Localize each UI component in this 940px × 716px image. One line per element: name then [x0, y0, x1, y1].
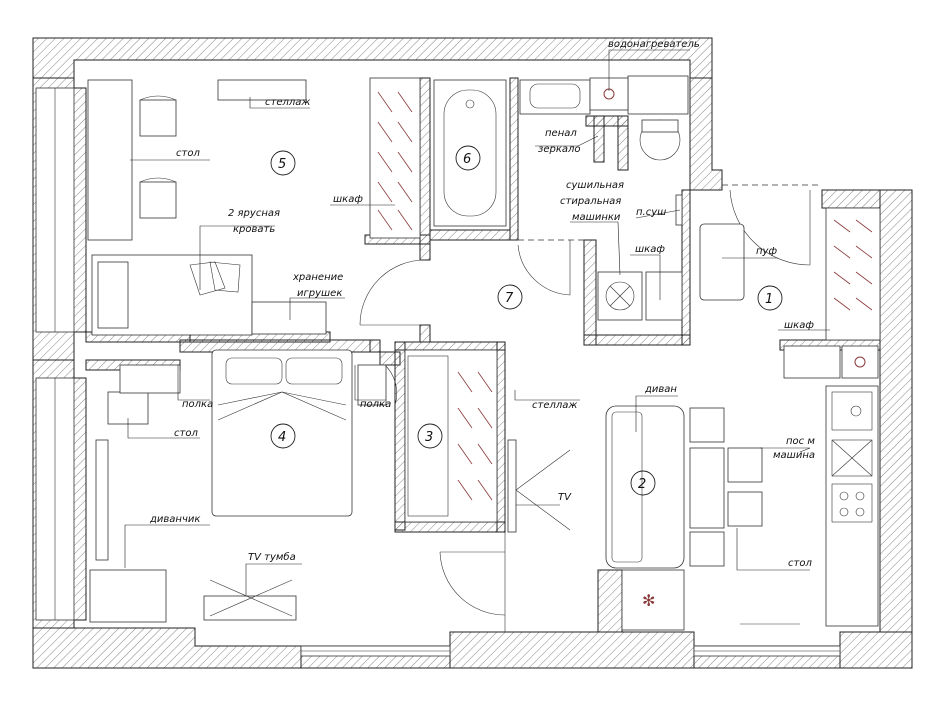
hall-1-furniture — [699, 207, 881, 379]
label-dryer-washer-1: сушильная — [566, 180, 624, 191]
label-shelving-room3: стеллаж — [532, 400, 577, 411]
room-3-shelving — [404, 349, 571, 533]
interior-walls — [85, 77, 881, 633]
label-shelf-right: полка — [360, 399, 391, 410]
label-dishwasher-1: пос м — [786, 436, 815, 447]
label-dryer-washer-3: машинки — [572, 212, 621, 223]
room-4-furniture — [89, 349, 387, 623]
room-5-furniture — [87, 77, 421, 336]
label-desk-room5: стол — [176, 148, 200, 159]
label-wardrobe-hall1: шкаф — [784, 320, 814, 331]
label-tv: TV — [558, 492, 572, 503]
label-shelf-left: полка — [182, 399, 213, 410]
label-pencil-case: пенал — [545, 128, 577, 139]
svg-text:✻: ✻ — [642, 591, 655, 610]
room-number-1: 1 — [765, 292, 773, 307]
label-bunk-bed-2: кровать — [233, 224, 275, 235]
room-numbers: 1 2 3 4 5 6 7 — [270, 145, 783, 496]
room-number-3: 3 — [425, 430, 433, 445]
label-dryer-washer-2: стиральная — [560, 196, 621, 207]
room-number-5: 5 — [278, 157, 286, 172]
label-bunk-bed-1: 2 ярусная — [228, 208, 280, 219]
room-6-fixtures — [433, 75, 689, 227]
label-wardrobe-room5: шкаф — [333, 194, 363, 205]
label-table-kitchen: стол — [788, 558, 812, 569]
windows — [35, 87, 841, 657]
laundry-area — [597, 194, 683, 321]
label-dishwasher-2: машина — [773, 450, 815, 461]
room-number-2: 2 — [638, 477, 646, 492]
label-small-sofa: диванчик — [149, 514, 200, 525]
label-tv-stand: TV тумба — [248, 551, 296, 563]
leader-lines — [124, 49, 830, 596]
room-number-7: 7 — [505, 291, 514, 306]
label-sofa: диван — [644, 384, 677, 395]
labels: водонагреватель стеллаж пенал зеркало ст… — [149, 39, 815, 569]
label-desk-room4: стол — [174, 428, 198, 439]
label-mirror: зеркало — [538, 144, 581, 155]
label-towel-dryer: п.суш — [636, 207, 666, 218]
label-toy-storage-2: игрушек — [297, 288, 342, 299]
label-wardrobe-hall7: шкаф — [635, 244, 665, 255]
label-pouf: пуф — [756, 246, 777, 257]
label-toy-storage-1: хранение — [292, 272, 343, 283]
room-number-6: 6 — [463, 152, 471, 167]
room-number-4: 4 — [278, 430, 286, 445]
label-shelving-room5: стеллаж — [265, 97, 310, 108]
doors — [359, 184, 822, 632]
label-water-heater: водонагреватель — [608, 39, 700, 50]
kitchen-furniture: ✻ — [605, 385, 879, 631]
